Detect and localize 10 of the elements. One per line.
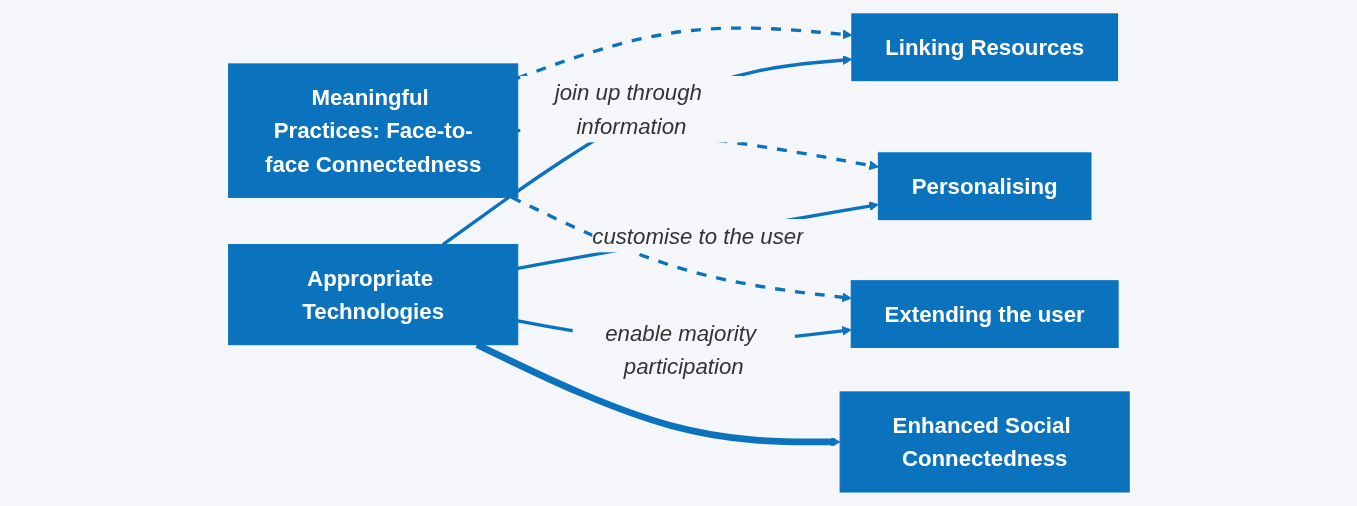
node-box: Personalising <box>877 152 1092 221</box>
edge-label: enable majority participation <box>604 320 756 379</box>
node-box: Appropriate Technologies <box>227 244 518 346</box>
edge-label: join up through information <box>554 80 702 139</box>
node-box: Extending the user <box>850 280 1119 349</box>
arrow <box>441 55 852 246</box>
node-box: Linking Resources <box>850 13 1118 82</box>
edge-label: customise to the user <box>591 223 804 249</box>
node-box: Meaningful Practices: Face-to-face Connectedness <box>227 63 518 198</box>
node-box: Enhanced Social Connectedness <box>839 391 1130 493</box>
